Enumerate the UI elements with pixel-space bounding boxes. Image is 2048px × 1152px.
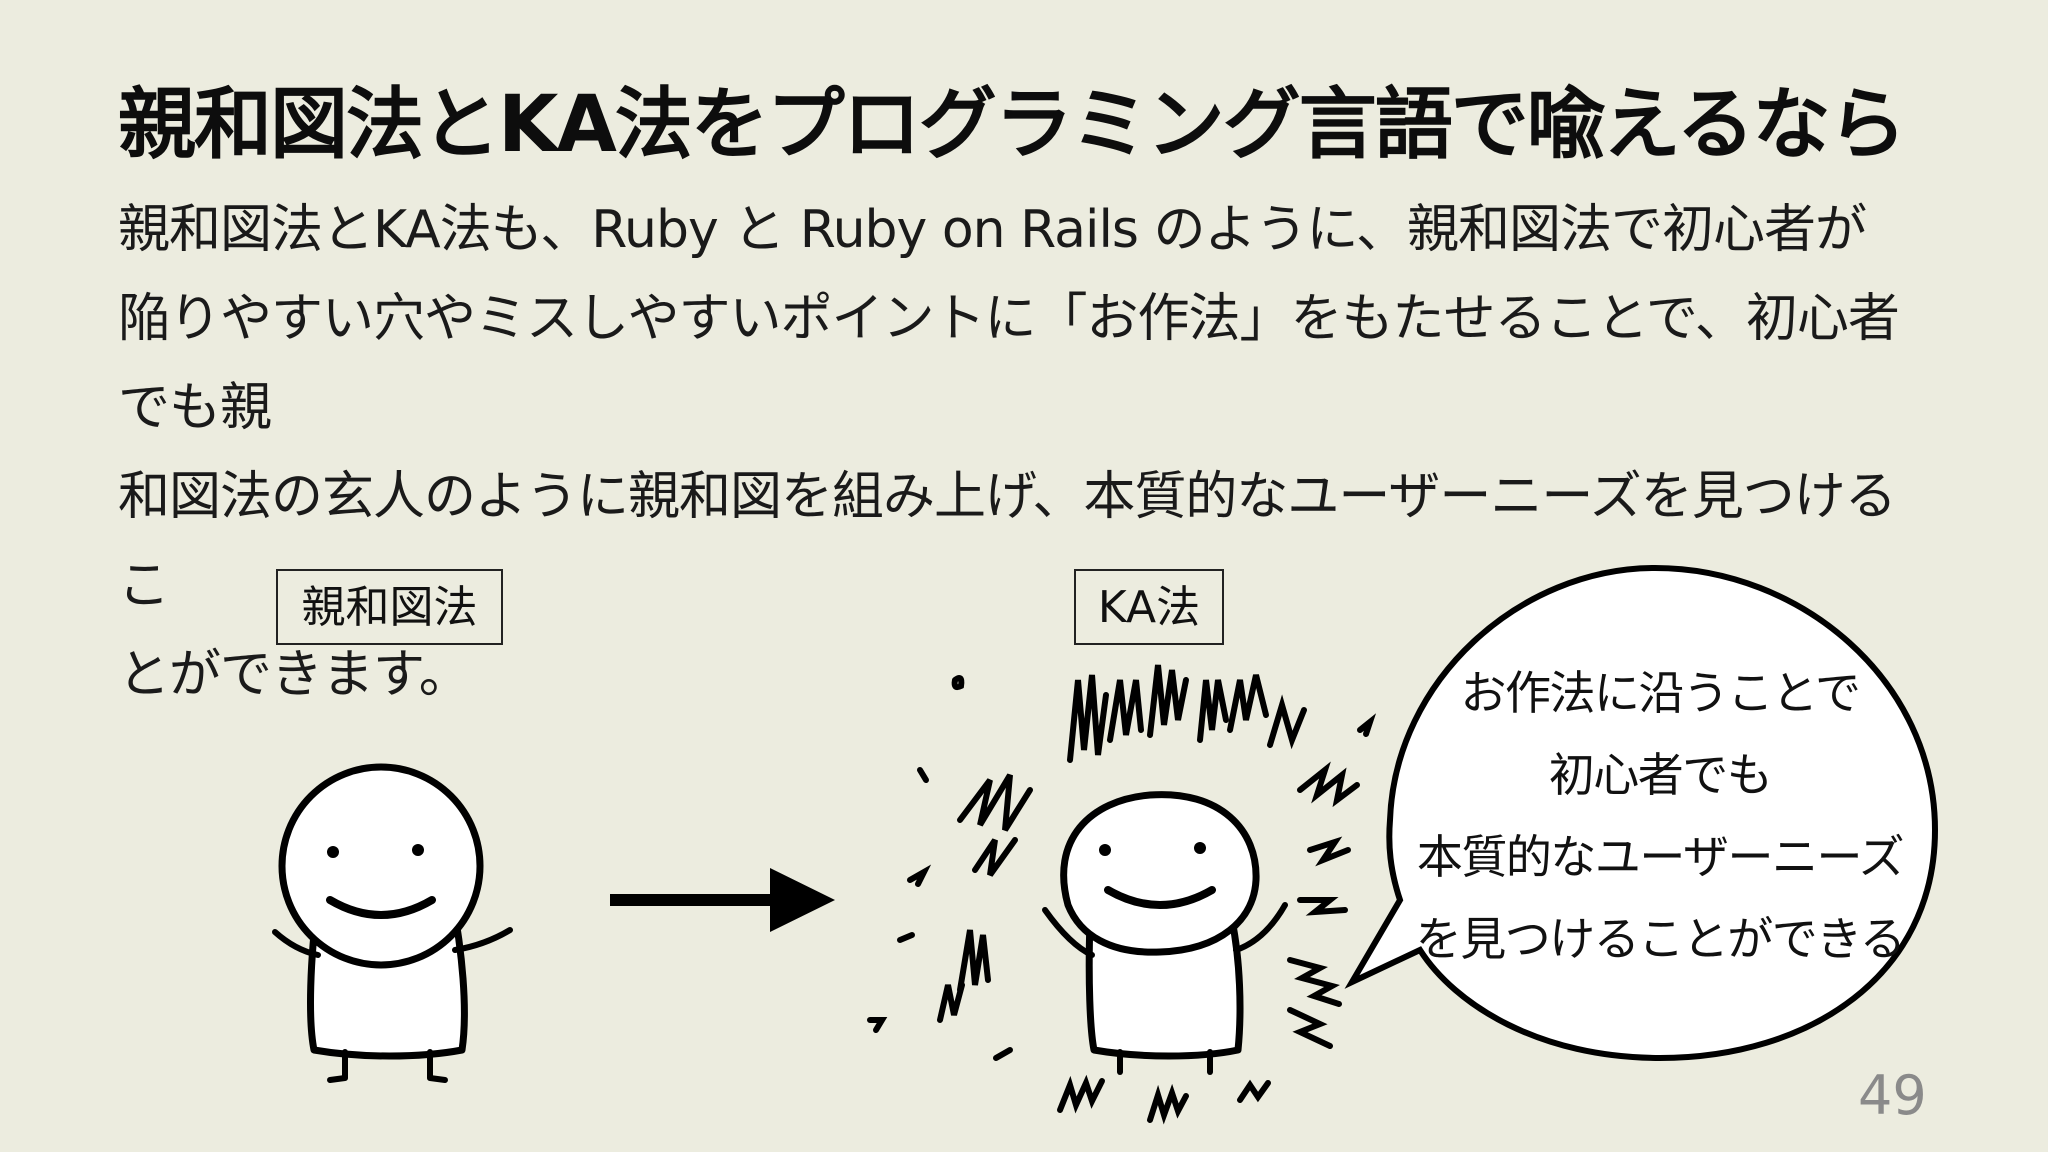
body-line: とができます。 xyxy=(118,645,471,705)
slide-body: 親和図法とKA法も、Ruby と Ruby on Rails のように、親和図法… xyxy=(118,186,1928,720)
body-line: 和図法の玄人のように親和図を組み上げ、本質的なユーザーニーズを見つけるこ xyxy=(118,467,1897,616)
slide-title: 親和図法とKA法をプログラミング言語で喩えるなら xyxy=(118,80,1906,170)
bubble-line: を見つけることができる xyxy=(1415,912,1906,966)
bubble-line: 初心者でも xyxy=(1548,748,1773,802)
master-figure-illustration xyxy=(1042,791,1288,1075)
speech-bubble xyxy=(1344,564,1939,1062)
arrow-right-icon xyxy=(610,868,835,932)
bubble-line: 本質的なユーザーニーズ xyxy=(1416,830,1905,884)
aura-scribbles-illustration xyxy=(867,664,1377,1125)
bubble-line: お作法に沿うことで xyxy=(1460,666,1861,720)
speech-bubble-text: お作法に沿うことで 初心者でも 本質的なユーザーニーズ を見つけることができる xyxy=(1400,652,1920,980)
beginner-figure-illustration xyxy=(272,763,513,1083)
body-line: 親和図法とKA法も、Ruby と Ruby on Rails のように、親和図法… xyxy=(118,200,1867,260)
ka-method-label: KA法 xyxy=(1074,569,1224,645)
affinity-diagram-label: 親和図法 xyxy=(276,569,503,645)
body-line: 陥りやすい穴やミスしやすいポイントに「お作法」をもたせることで、初心者でも親 xyxy=(118,289,1900,438)
page-number: 49 xyxy=(1858,1064,1927,1127)
